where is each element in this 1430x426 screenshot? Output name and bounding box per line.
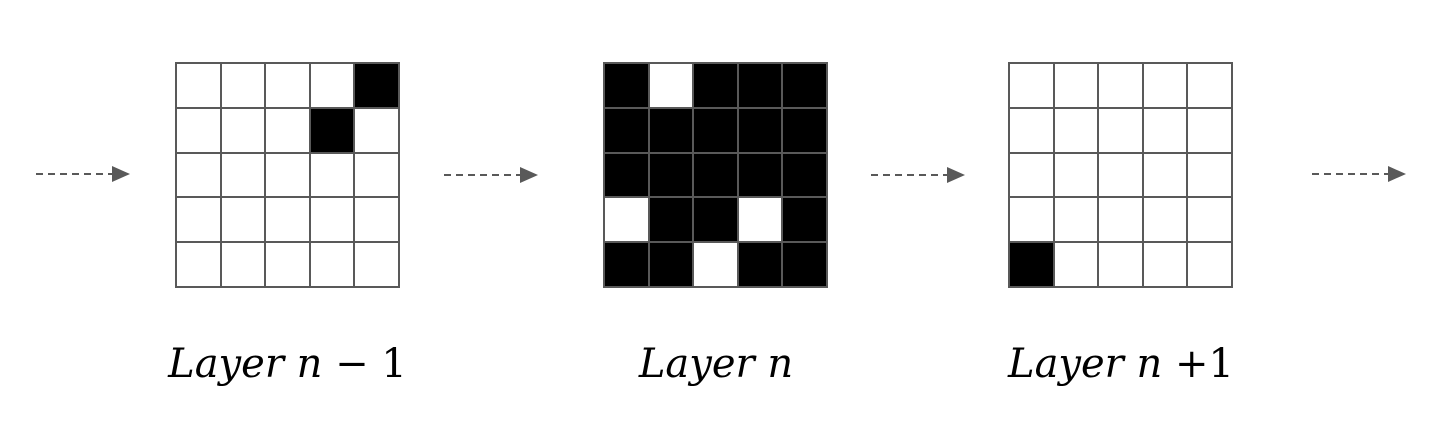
grid-cell-r5-c1 [605,243,648,286]
layer-label-current: Layer n [600,336,832,392]
grid-cell-r1-c5 [355,64,398,107]
grid-cell-r1-c2 [221,64,265,107]
grid-cell-r5-c4 [738,243,782,286]
grid-cell-r3-c3 [1099,153,1142,197]
grid-cell-r3-c3 [266,153,309,197]
grid-cell-r2-c2 [1054,108,1098,152]
grid-cell-r3-c4 [310,153,354,197]
label-op: − [335,341,369,387]
grid-cell-r4-c3 [266,198,309,242]
label-word: Layer [168,341,284,387]
grid-cell-r3-c1 [1010,153,1053,197]
grid-cell-r4-c1 [1010,198,1053,242]
label-word: Layer [638,341,755,387]
grid-cell-r3-c4 [738,153,782,197]
grid-cell-r2-c4 [1143,108,1187,152]
grid-cell-r1-c3 [694,64,737,107]
grid-cell-r1-c5 [783,64,826,107]
grid-cell-r4-c1 [177,198,220,242]
layer-grid-next [1008,62,1233,288]
label-num: 1 [1208,341,1234,387]
grid-cell-r5-c5 [783,243,826,286]
label-var: n [1136,341,1163,387]
grid-cell-r2-c1 [1010,108,1053,152]
grid-cell-r3-c1 [177,153,220,197]
layer-label-prev: Layer n − 1 [150,336,425,392]
grid-cell-r2-c4 [310,108,354,152]
grid-cell-r4-c5 [355,198,398,242]
grid-cell-r4-c2 [221,198,265,242]
grid-cell-r2-c1 [177,108,220,152]
grid-cell-r1-c2 [1054,64,1098,107]
grid-cell-r5-c2 [221,243,265,286]
grid-cell-r5-c3 [266,243,309,286]
grid-cell-r2-c1 [605,108,648,152]
grid-cell-r5-c5 [355,243,398,286]
grid-cell-r1-c3 [266,64,309,107]
label-var: n [296,341,323,387]
grid-cell-r1-c4 [310,64,354,107]
grid-cell-r4-c1 [605,198,648,242]
grid-cell-r3-c5 [783,153,826,197]
grid-cell-r5-c1 [1010,243,1053,286]
label-op: + [1175,341,1209,387]
dashed-arrow-2 [444,167,538,183]
grid-cell-r3-c4 [1143,153,1187,197]
grid-cell-r2-c5 [355,108,398,152]
grid-cell-r5-c3 [694,243,737,286]
grid-cell-r2-c5 [783,108,826,152]
grid-cell-r5-c4 [310,243,354,286]
grid-cell-r1-c2 [649,64,693,107]
dashed-arrow-4 [1312,166,1406,182]
grid-cell-r1-c1 [1010,64,1053,107]
grid-cell-r3-c5 [355,153,398,197]
grid-cell-r2-c3 [266,108,309,152]
label-var: n [767,341,794,387]
grid-cell-r2-c2 [649,108,693,152]
grid-cell-r5-c2 [649,243,693,286]
grid-cell-r3-c2 [221,153,265,197]
grid-cell-r4-c5 [783,198,826,242]
grid-cell-r4-c2 [649,198,693,242]
grid-cell-r4-c2 [1054,198,1098,242]
dashed-arrow-3 [871,167,965,183]
grid-cell-r3-c2 [1054,153,1098,197]
dashed-arrow-1 [36,166,130,182]
grid-cell-r3-c2 [649,153,693,197]
grid-cell-r1-c1 [605,64,648,107]
grid-cell-r4-c3 [1099,198,1142,242]
layer-grid-current [603,62,828,288]
grid-cell-r2-c3 [694,108,737,152]
grid-cell-r2-c4 [738,108,782,152]
grid-cell-r4-c4 [1143,198,1187,242]
grid-cell-r1-c4 [738,64,782,107]
layer-grid-prev [175,62,400,288]
grid-cell-r2-c2 [221,108,265,152]
grid-cell-r4-c3 [694,198,737,242]
grid-cell-r5-c2 [1054,243,1098,286]
grid-cell-r4-c5 [1188,198,1231,242]
label-num: 1 [381,341,407,387]
grid-cell-r1-c5 [1188,64,1231,107]
grid-cell-r2-c5 [1188,108,1231,152]
grid-cell-r5-c5 [1188,243,1231,286]
grid-cell-r4-c4 [738,198,782,242]
grid-cell-r5-c3 [1099,243,1142,286]
grid-cell-r5-c1 [177,243,220,286]
grid-cell-r3-c3 [694,153,737,197]
grid-cell-r1-c4 [1143,64,1187,107]
grid-cell-r2-c3 [1099,108,1142,152]
grid-cell-r1-c3 [1099,64,1142,107]
grid-cell-r4-c4 [310,198,354,242]
layer-label-next: Layer n +1 [985,336,1257,392]
grid-cell-r5-c4 [1143,243,1187,286]
label-word: Layer [1008,341,1124,387]
grid-cell-r3-c1 [605,153,648,197]
grid-cell-r3-c5 [1188,153,1231,197]
grid-cell-r1-c1 [177,64,220,107]
